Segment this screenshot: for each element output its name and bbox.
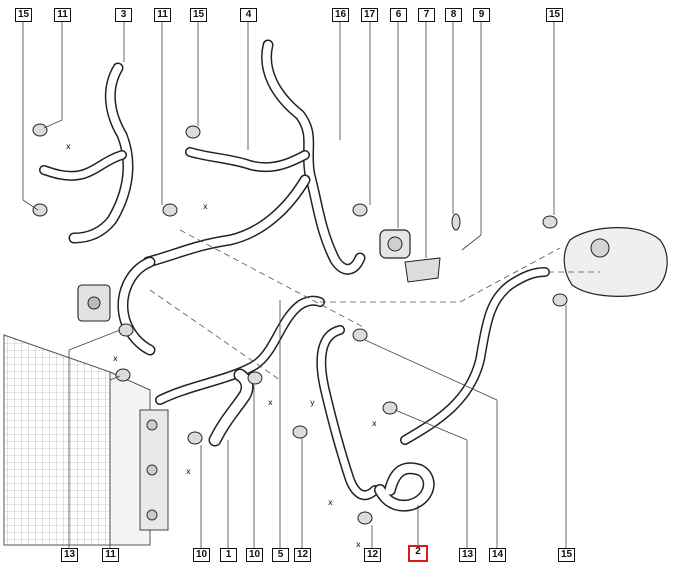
callout-10-bottom-b[interactable]: 10 <box>246 548 263 562</box>
clamps <box>32 123 568 525</box>
callout-11-top-left[interactable]: 11 <box>54 8 71 22</box>
callout-7[interactable]: 7 <box>418 8 435 22</box>
callout-11-bottom[interactable]: 11 <box>102 548 119 562</box>
radiator <box>3 334 169 546</box>
hose-5 <box>155 295 325 405</box>
hose-11 <box>142 174 311 268</box>
mark-x-1: x <box>66 142 71 151</box>
callout-12-bottom-b[interactable]: 12 <box>364 548 381 562</box>
callout-4[interactable]: 4 <box>240 8 257 22</box>
callout-6[interactable]: 6 <box>390 8 407 22</box>
callout-8[interactable]: 8 <box>445 8 462 22</box>
callout-16[interactable]: 16 <box>332 8 349 22</box>
mark-x-4: x <box>268 398 273 407</box>
thermostat-housing <box>77 284 111 322</box>
callout-5[interactable]: 5 <box>272 548 289 562</box>
callout-10-bottom-a[interactable]: 10 <box>193 548 210 562</box>
callout-13-bottom-left[interactable]: 13 <box>61 548 78 562</box>
hose-4 <box>261 39 366 275</box>
mark-y-1: y <box>310 398 315 407</box>
hoses <box>39 39 550 512</box>
water-pump <box>379 229 441 283</box>
callout-15-bottom[interactable]: 15 <box>558 548 575 562</box>
mark-x-3: x <box>186 467 191 476</box>
hose-14 <box>400 267 550 445</box>
mark-x-8: x <box>113 354 118 363</box>
callout-15-top-right[interactable]: 15 <box>546 8 563 22</box>
callout-9[interactable]: 9 <box>473 8 490 22</box>
dashed-lines <box>149 229 600 381</box>
callout-12-bottom-a[interactable]: 12 <box>294 548 311 562</box>
callout-17[interactable]: 17 <box>361 8 378 22</box>
mark-x-7: x <box>356 540 361 549</box>
callout-1[interactable]: 1 <box>220 548 237 562</box>
callout-3[interactable]: 3 <box>115 8 132 22</box>
callout-11-top-mid[interactable]: 11 <box>154 8 171 22</box>
callout-15-top-mid[interactable]: 15 <box>190 8 207 22</box>
callout-13-bottom-right[interactable]: 13 <box>459 548 476 562</box>
expansion-tank <box>563 227 668 297</box>
mark-x-5: x <box>372 419 377 428</box>
mark-x-2: x <box>203 202 208 211</box>
mark-x-6: x <box>328 498 333 507</box>
leader-lines <box>22 22 567 548</box>
callout-15-top-left[interactable]: 15 <box>15 8 32 22</box>
callout-2-highlighted[interactable]: 2 <box>408 545 428 562</box>
callout-14[interactable]: 14 <box>489 548 506 562</box>
